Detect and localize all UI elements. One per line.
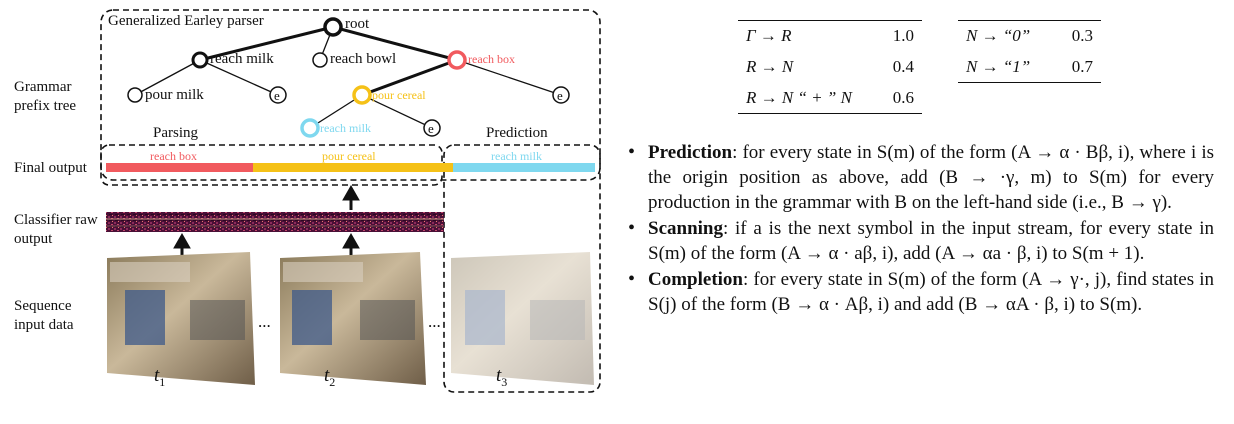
- label-final-output: Final output: [14, 160, 87, 176]
- prob-cell: 0.6: [878, 82, 922, 114]
- e-node-3: [423, 119, 441, 137]
- parser-box: [100, 9, 601, 181]
- bullet-text: : for every state in S(m) of the form (A…: [648, 269, 1214, 315]
- node-label-e3: e: [428, 121, 434, 136]
- pour-cereal-node: [352, 85, 372, 105]
- node-label-pour-cereal: pour cereal: [372, 88, 426, 102]
- rule-cell: R → N “ + ” N: [738, 82, 879, 114]
- node-label-reach-bowl: reach bowl: [330, 51, 397, 67]
- prob-cell: 1.0: [878, 20, 922, 52]
- figure-graphic: [100, 9, 601, 393]
- output-seg-pour-cereal: [253, 163, 453, 172]
- classifier-heatmap: [106, 212, 444, 232]
- bullet-title: Completion: [648, 269, 743, 290]
- frame-2: [280, 252, 426, 385]
- pour-milk-node: [127, 87, 143, 103]
- parsing-box: [100, 144, 443, 186]
- e-node-2: [552, 86, 570, 104]
- grammar-table-right: N → “0” 0.3 N → “1” 0.7: [958, 20, 1101, 83]
- node-label-e1: e: [274, 88, 280, 103]
- reach-milk-low-node: [300, 118, 320, 138]
- root-node: [323, 17, 343, 37]
- node-label-reach-box: reach box: [468, 52, 515, 66]
- table-row: R → N “ + ” N 0.6: [738, 82, 922, 114]
- output-label-reach-milk: reach milk: [491, 149, 542, 163]
- list-item-completion: Completion: for every state in S(m) of t…: [628, 267, 1214, 317]
- table-row: N → “0” 0.3: [958, 20, 1101, 52]
- label-classifier-raw-output: Classifier raw output: [14, 212, 98, 247]
- prob-cell: 0.4: [892, 57, 914, 76]
- time-label-t3: t3: [496, 365, 508, 389]
- reach-milk-node: [191, 51, 209, 69]
- figure: Grammar prefix tree Final output Classif…: [14, 9, 601, 393]
- rule-cell: N → “0”: [958, 20, 1056, 52]
- node-label-reach-milk: reach milk: [210, 51, 274, 67]
- label-sequence-input-data: Sequence input data: [14, 298, 74, 333]
- reach-box-node: [447, 50, 467, 70]
- bullet-title: Prediction: [648, 142, 733, 163]
- prediction-box: [443, 144, 601, 393]
- ellipsis-1: ...: [258, 312, 271, 331]
- node-label-pour-milk: pour milk: [145, 87, 204, 103]
- e-node-1: [269, 86, 287, 104]
- output-label-pour-cereal: pour cereal: [322, 149, 376, 163]
- list-item-prediction: Prediction: for every state in S(m) of t…: [628, 140, 1214, 215]
- tree-edges: [134, 25, 562, 129]
- output-seg-reach-box: [106, 163, 253, 172]
- label-parsing: Parsing: [153, 125, 198, 141]
- table-row: R → N 0.4: [738, 52, 922, 83]
- frame-3: [451, 252, 594, 385]
- time-label-t1: t1: [154, 365, 166, 389]
- rule-cell: N → “1”: [958, 51, 1056, 83]
- node-label-root: root: [345, 16, 370, 32]
- bullet-text: : if a is the next symbol in the input s…: [648, 218, 1214, 264]
- rule-cell: R → N: [746, 57, 794, 76]
- prob-cell: 0.3: [1055, 20, 1101, 52]
- rule-cell: Γ → R: [738, 20, 879, 52]
- label-generalized-earley-parser: Generalized Earley parser: [108, 13, 264, 29]
- prob-cell: 0.7: [1055, 51, 1101, 83]
- node-label-e2: e: [557, 88, 563, 103]
- reach-bowl-node: [312, 52, 328, 68]
- bullet-title: Scanning: [648, 218, 723, 239]
- time-label-t2: t2: [324, 365, 336, 389]
- label-grammar-prefix-tree: Grammar prefix tree: [14, 79, 77, 114]
- bullet-text: : for every state in S(m) of the form (A…: [648, 142, 1214, 213]
- frame-1: [107, 252, 255, 385]
- ellipsis-2: ...: [428, 312, 441, 331]
- output-label-reach-box: reach box: [150, 149, 197, 163]
- grammar-table-left: Γ → R 1.0 R → N 0.4 R → N “ + ” N 0.6: [738, 20, 922, 114]
- table-row: N → “1” 0.7: [958, 51, 1101, 83]
- table-row: Γ → R 1.0: [738, 20, 922, 52]
- node-label-reach-milk-low: reach milk: [320, 121, 371, 135]
- list-item-scanning: Scanning: if a is the next symbol in the…: [628, 216, 1214, 266]
- output-seg-reach-milk: [453, 163, 595, 172]
- label-prediction: Prediction: [486, 125, 548, 141]
- earley-steps-list: Prediction: for every state in S(m) of t…: [628, 140, 1214, 318]
